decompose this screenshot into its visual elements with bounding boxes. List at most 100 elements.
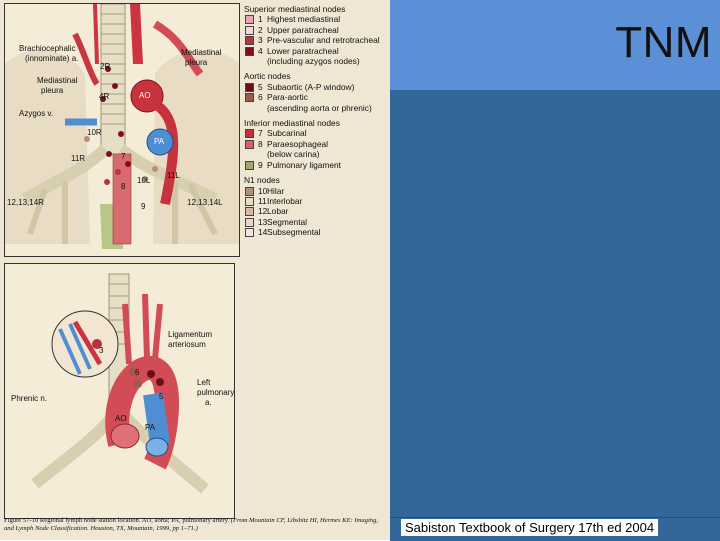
label-left-pulmonary-3: a. (205, 398, 212, 407)
legend-group-heading: N1 nodes (244, 175, 280, 186)
legend-swatch (245, 129, 254, 139)
legend-swatch (245, 36, 254, 46)
legend-group-heading: Superior mediastinal nodes (244, 4, 346, 14)
label-node-8: 8 (121, 182, 126, 191)
legend-item-label: Pre-vascular and retrotracheal (267, 35, 380, 46)
caption-source: (From Mountain CF, Libshitz HI, Hermes K… (4, 517, 379, 532)
legend-item: 1 Highest mediastinal (244, 14, 390, 25)
legend-swatch (245, 93, 254, 103)
label-innominate: (innominate) a. (25, 54, 79, 63)
title-bar (390, 0, 720, 90)
label-phrenic: Phrenic n. (11, 394, 48, 403)
legend-item-number: 7 (258, 128, 263, 139)
legend-item-label: Subaortic (A-P window) (267, 81, 355, 92)
legend-item-number: 9 (258, 159, 263, 170)
label-pa-top: PA (154, 137, 165, 146)
label-brachiocephalic: Brachiocephalic (19, 44, 76, 53)
mediastinum-illustration (5, 4, 239, 249)
top-anatomy-panel: Brachiocephalic (innominate) a. Mediasti… (4, 3, 240, 257)
label-node-9: 9 (141, 202, 146, 211)
label-left-pulmonary: Left (197, 378, 211, 387)
legend-swatch (245, 228, 254, 238)
label-node-6: 6 (135, 368, 140, 377)
legend-swatch (245, 15, 254, 25)
legend-item-number: 10 (258, 185, 268, 196)
label-ligamentum: Ligamentum (168, 330, 213, 339)
legend-item: 5 Subaortic (A-P window) (244, 82, 390, 92)
legend-item: 4 Lower paratracheal (244, 46, 390, 56)
legend-item-label: Segmental (267, 216, 308, 227)
bottom-anatomy-panel: Ligamentum arteriosum 3 6 5 Phrenic n. L… (4, 263, 235, 519)
figure-caption: Figure 57-10 Regional lymph node station… (4, 517, 388, 533)
legend-item-number: 2 (258, 24, 263, 35)
legend-item-label: Highest mediastinal (267, 14, 341, 25)
legend-item-number: 3 (258, 35, 263, 46)
legend-swatch (245, 196, 254, 206)
label-azygos: Azygos v. (19, 109, 54, 118)
label-node-11r: 11R (71, 154, 86, 163)
label-mediastinal-pleura-left: Mediastinal (37, 76, 78, 85)
legend-item: 3 Pre-vascular and retrotracheal (244, 35, 390, 46)
legend-item-label: Hilar (267, 185, 285, 196)
label-node-12-right: 12,13,14R (7, 198, 44, 207)
legend-item-number: 6 (258, 92, 263, 103)
legend-item-label: Upper paratracheal (267, 24, 339, 35)
legend-item-number: 12 (258, 206, 268, 217)
legend-swatch (245, 186, 254, 196)
label-mediastinal-pleura-left-2: pleura (41, 86, 64, 95)
legend-item-number: 8 (258, 138, 263, 149)
legend-item-label: Interlobar (267, 195, 303, 206)
label-node-3: 3 (99, 346, 104, 355)
label-ao-bottom: AO (115, 414, 127, 423)
label-mediastinal-pleura-right: Mediastinal (181, 48, 222, 57)
legend-item: 6 Para-aortic (244, 92, 390, 103)
label-node-10l: 10L (137, 176, 151, 185)
legend-item-number: 13 (258, 216, 268, 227)
legend-item-sublabel: (including azygos nodes) (267, 56, 360, 67)
legend-item-number: 1 (258, 14, 263, 25)
legend-item-sublabel: (below carina) (267, 149, 320, 160)
legend-item-number: 5 (258, 81, 263, 92)
label-node-12-left: 12,13,14L (187, 198, 223, 207)
label-node-2r: 2R (100, 62, 111, 71)
legend-item-label: Pulmonary ligament (267, 159, 342, 170)
legend-swatch (245, 82, 254, 92)
legend-item: 7 Subcarinal (244, 128, 390, 139)
legend-item-label: Subcarinal (267, 128, 307, 139)
legend-item-label: Para-aortic (267, 92, 308, 103)
legend-item-number: 4 (258, 45, 263, 56)
legend-swatch (245, 160, 254, 170)
legend-swatch (245, 217, 254, 227)
label-left-pulmonary-2: pulmonary (197, 388, 235, 397)
legend-item-label: Lobar (267, 206, 289, 217)
legend-item-label: Subsegmental (267, 227, 321, 238)
legend-item-label: Lower paratracheal (267, 45, 339, 56)
label-node-5: 5 (159, 392, 164, 401)
legend-swatch (245, 139, 254, 149)
label-node-7: 7 (121, 152, 126, 161)
label-pa-bottom: PA (145, 423, 156, 432)
legend-group-heading: Inferior mediastinal nodes (244, 118, 340, 129)
caption-main: Figure 57-10 Regional lymph node station… (4, 517, 230, 524)
label-node-10r: 10R (87, 128, 102, 137)
legend-group-heading: Aortic nodes (244, 71, 291, 82)
legend-swatch (245, 25, 254, 35)
source-credit: Sabiston Textbook of Surgery 17th ed 200… (401, 519, 659, 536)
label-mediastinal-pleura-right-2: pleura (185, 58, 208, 67)
label-arteriosum: arteriosum (168, 340, 206, 349)
legend-item-number: 14 (258, 227, 268, 238)
lymph-node-figure: Brachiocephalic (innominate) a. Mediasti… (0, 0, 390, 540)
legend-item: 9 Pulmonary ligament (244, 160, 390, 170)
legend-item-number: 11 (258, 195, 267, 206)
legend-item: 2 Upper paratracheal (244, 25, 390, 35)
